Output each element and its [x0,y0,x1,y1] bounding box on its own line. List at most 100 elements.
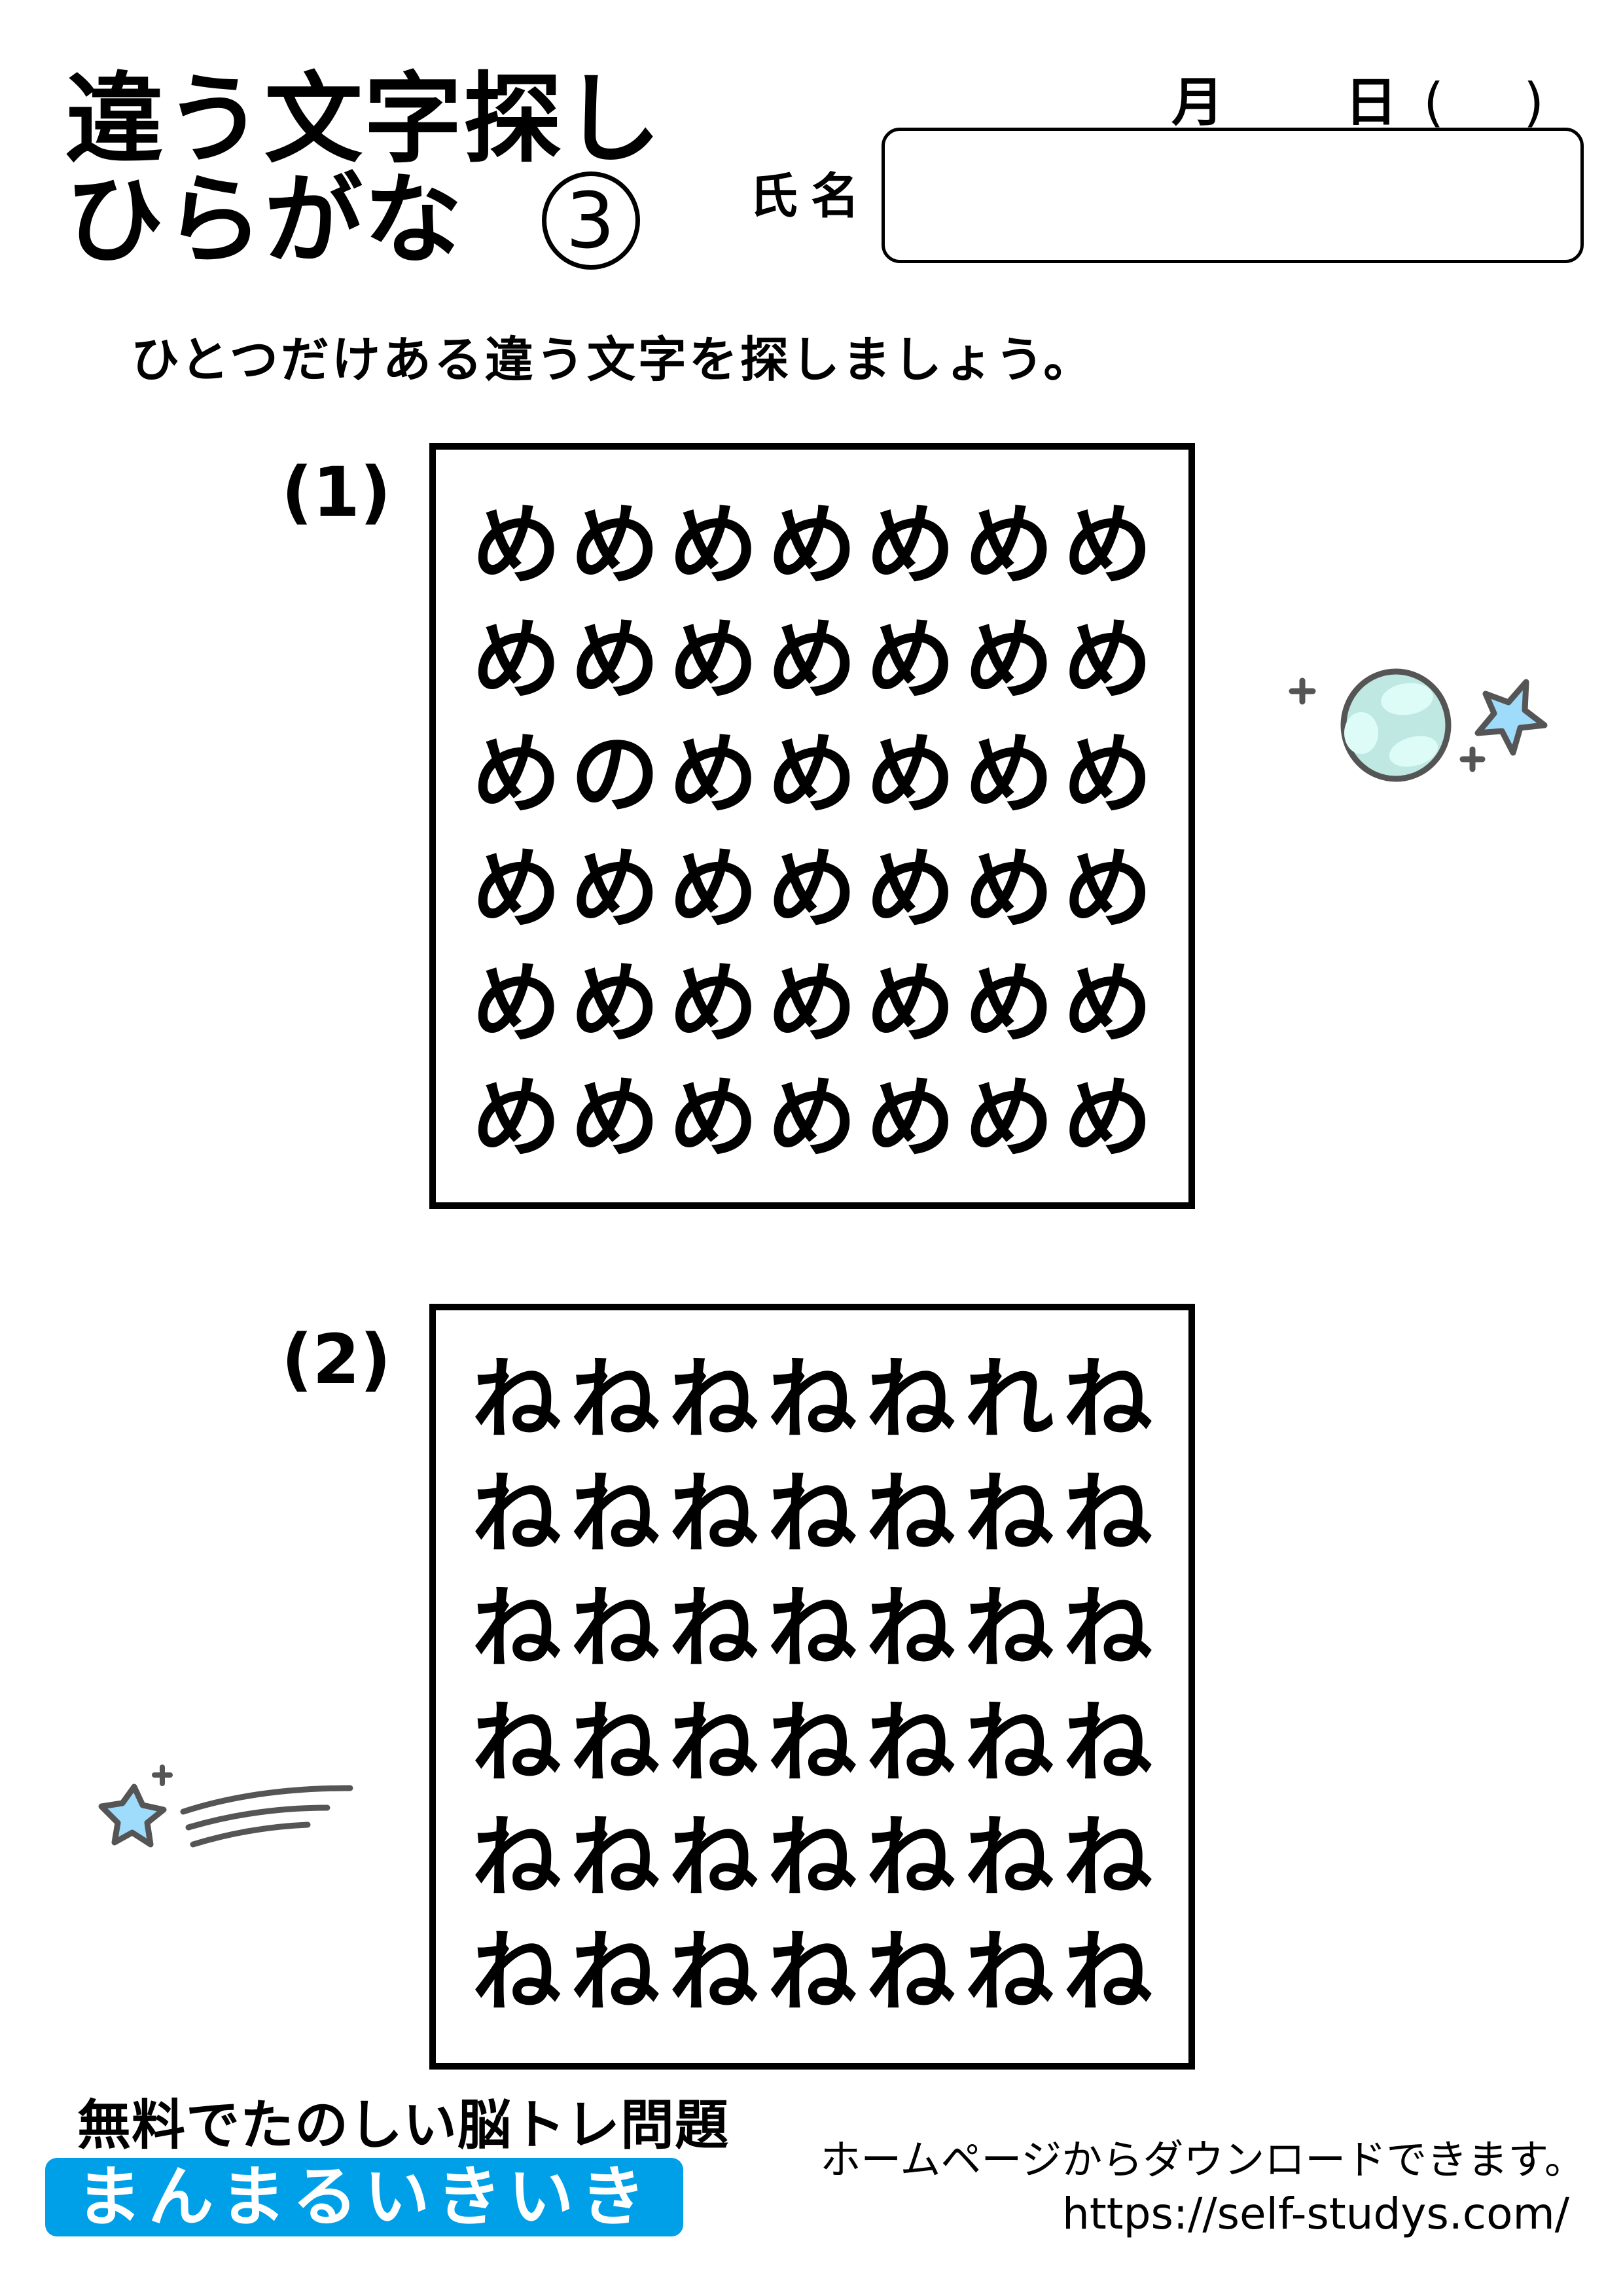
grid-cell[interactable]: ね [669,1806,758,1910]
question-label-2: (2) [281,1319,391,1399]
grid-cell[interactable]: め [866,723,955,827]
grid-cell[interactable]: め [866,952,955,1056]
grid-cell[interactable]: ね [570,1806,660,1910]
grid-cell[interactable]: め [767,723,857,827]
grid-cell[interactable]: め [767,838,857,941]
question-label-1: (1) [281,452,391,532]
grid-cell[interactable]: め [472,952,562,1056]
grid-cell[interactable]: め [965,838,1054,941]
grid-cell[interactable]: ね [767,1577,857,1681]
grid-cell[interactable]: め [1063,494,1152,598]
grid-cell[interactable]: め [570,494,660,598]
grid-cell[interactable]: ね [767,1692,857,1795]
grid-cell[interactable]: め [1063,609,1152,712]
grid-cell[interactable]: め [669,609,758,712]
grid-cell[interactable]: ね [472,1348,562,1452]
grid-cell[interactable]: ね [570,1692,660,1795]
grid-cell[interactable]: め [669,494,758,598]
grid-cell[interactable]: め [965,952,1054,1056]
grid-cell[interactable]: め [866,838,955,941]
grid-cell[interactable]: ね [1063,1692,1152,1795]
grid-cell[interactable]: ね [1063,1806,1152,1910]
grid-cell[interactable]: ね [866,1806,955,1910]
grid-cell[interactable]: ね [767,1806,857,1910]
grid-cell[interactable]: ね [570,1577,660,1681]
grid-cell[interactable]: め [669,1067,758,1170]
grid-cell[interactable]: ね [1063,1921,1152,2024]
grid-cell[interactable]: ね [866,1577,955,1681]
instruction-text: ひとつだけある違う文字を探しましょう。 [131,332,1095,388]
footer-tagline: 無料でたのしい脳トレ問題 [77,2094,730,2157]
grid-cell[interactable]: め [472,838,562,941]
grid-cell[interactable]: ね [767,1921,857,2024]
download-note: ホームページからダウンロードできます。 [820,2136,1585,2183]
grid-cell[interactable]: ね [965,1692,1054,1795]
grid-cell[interactable]: ね [1063,1577,1152,1681]
grid-cell[interactable]: め [669,838,758,941]
grid-cell[interactable]: ね [570,1921,660,2024]
grid-cell[interactable]: れ [965,1348,1054,1452]
grid-cell[interactable]: め [767,494,857,598]
grid-cell[interactable]: め [965,609,1054,712]
grid-cell[interactable]: ね [965,1921,1054,2024]
shooting-star-icon [98,1765,353,1848]
grid-cell[interactable]: め [472,494,562,598]
grid-cell[interactable]: ね [866,1921,955,2024]
grid-cell[interactable]: ね [965,1806,1054,1910]
grid-cell[interactable]: め [570,609,660,712]
star-icon [98,1784,167,1848]
grid-cell[interactable]: ね [767,1463,857,1566]
grid-cell[interactable]: ね [472,1692,562,1795]
grid-cell[interactable]: ね [472,1463,562,1566]
grid-cell[interactable]: め [1063,1067,1152,1170]
grid-cell[interactable]: ね [472,1921,562,2024]
weekday-open-paren: ( [1423,72,1444,133]
grid-cell[interactable]: め [965,723,1054,827]
name-input-box[interactable] [882,128,1584,263]
grid-cell[interactable]: ね [570,1348,660,1452]
grid-cell[interactable]: め [965,1067,1054,1170]
grid-cell[interactable]: め [767,952,857,1056]
grid-cell[interactable]: ね [669,1348,758,1452]
grid-cell[interactable]: め [472,723,562,827]
grid-cell[interactable]: ね [965,1577,1054,1681]
grid-cell[interactable]: ね [1063,1348,1152,1452]
grid-cell[interactable]: ね [669,1692,758,1795]
grid-cell[interactable]: め [866,494,955,598]
grid-cell[interactable]: め [669,952,758,1056]
grid-cell[interactable]: ね [570,1463,660,1566]
grid-cell[interactable]: め [767,609,857,712]
grid-cell[interactable]: め [570,952,660,1056]
grid-cell[interactable]: め [965,494,1054,598]
grid-cell[interactable]: ね [965,1463,1054,1566]
grid-cell[interactable]: め [1063,838,1152,941]
grid-cell[interactable]: め [570,838,660,941]
grid-cell[interactable]: め [669,723,758,827]
grid-cell[interactable]: め [1063,723,1152,827]
grid-cell[interactable]: め [570,1067,660,1170]
grid-cell[interactable]: ね [669,1463,758,1566]
star-icon [1474,679,1548,756]
grid-cell[interactable]: め [767,1067,857,1170]
grid-cell[interactable]: め [866,1067,955,1170]
sparkle-icon [1289,677,1316,705]
grid-cell[interactable]: の [570,723,660,827]
worksheet-number: 3 [542,171,641,270]
grid-cell[interactable]: め [472,609,562,712]
grid-cell[interactable]: ね [1063,1463,1152,1566]
grid-cell[interactable]: ね [472,1806,562,1910]
grid-cell[interactable]: ね [767,1348,857,1452]
site-url-link[interactable]: https://self-studys.com/ [1062,2189,1569,2239]
grid-cell[interactable]: ね [866,1463,955,1566]
grid-cell[interactable]: ね [669,1577,758,1681]
puzzle-grid-1: めめめめめめめめめめめめめめめのめめめめめめめめめめめめめめめめめめめめめめめめ… [429,443,1195,1209]
grid-cell[interactable]: ね [866,1692,955,1795]
grid-cell[interactable]: め [866,609,955,712]
grid-cell[interactable]: ね [669,1921,758,2024]
grid-cell[interactable]: ね [472,1577,562,1681]
grid-cell[interactable]: め [1063,952,1152,1056]
grid-cell[interactable]: め [472,1067,562,1170]
subtitle-text: ひらがな [65,164,464,278]
grid-cell[interactable]: ね [866,1348,955,1452]
